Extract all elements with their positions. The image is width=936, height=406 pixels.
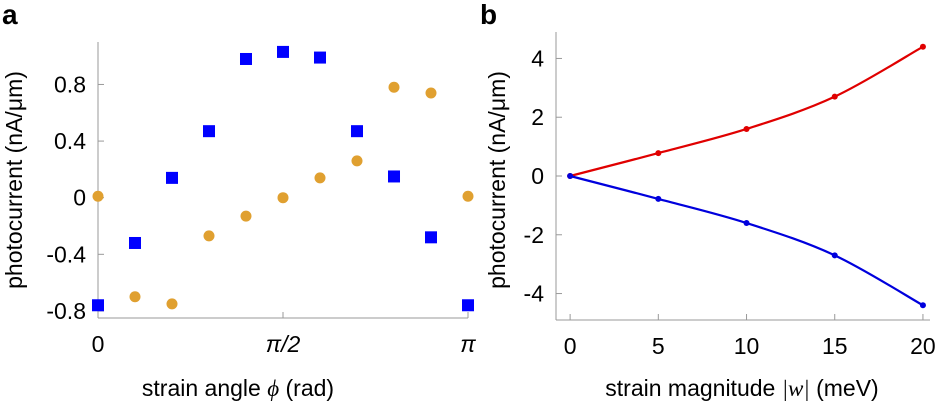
panel-b-series-0-point bbox=[919, 43, 926, 50]
panel-a-xlabel-suffix: (rad) bbox=[279, 375, 334, 401]
panel-a-series-1-point bbox=[129, 291, 141, 303]
panel-b-series-0-line bbox=[569, 45, 924, 178]
panel-b-xlabel-suffix: (meV) bbox=[810, 375, 879, 401]
panel-b-series-1-point bbox=[567, 173, 574, 179]
panel-a-series-0-point bbox=[277, 45, 290, 58]
panel-a-ylabel: photocurrent (nA/μm) bbox=[1, 71, 27, 289]
panel-a-series-0-point bbox=[350, 125, 363, 138]
panel-b-ytick-label: -4 bbox=[524, 281, 545, 307]
panel-b-ytick-label: -2 bbox=[524, 222, 544, 248]
panel-b-series-1-point bbox=[919, 302, 926, 309]
panel-a-xtick-label: 0 bbox=[92, 331, 105, 357]
panel-b-ytick-label: 2 bbox=[531, 104, 544, 130]
panel-a-series-0-point bbox=[203, 125, 216, 138]
panel-a-ytick-label: 0.8 bbox=[54, 71, 86, 97]
panel-b-series-0-point bbox=[743, 125, 750, 132]
panel-b-series-1-point bbox=[831, 252, 838, 259]
panel-a-xlabel: strain angle ϕ (rad) bbox=[142, 375, 334, 401]
panel-a-series-1-point bbox=[166, 298, 178, 310]
panel-a-label: a bbox=[2, 0, 18, 30]
panel-a-xtick-label: π/2 bbox=[266, 331, 301, 357]
panel-a-series-1-point bbox=[425, 87, 437, 99]
panel-a-ytick-label: -0.8 bbox=[46, 298, 86, 324]
panel-a-series-0-point bbox=[92, 299, 104, 312]
panel-b-series-0-point bbox=[655, 150, 662, 157]
panel-a-xlabel-prefix: strain angle bbox=[142, 375, 267, 401]
panel-b-xlabel-prefix: strain magnitude bbox=[605, 375, 781, 401]
panel-b-series-1-point bbox=[655, 195, 662, 202]
panel-a-series-1-point bbox=[92, 190, 104, 202]
panel-a-series-0-point bbox=[239, 52, 252, 65]
panel-b-series-1-point bbox=[743, 220, 750, 227]
panel-b-xlabel-symbol: |w| bbox=[782, 376, 810, 401]
panel-b-xlabel: strain magnitude |w| (meV) bbox=[605, 375, 878, 401]
panel-b-xtick-label: 20 bbox=[910, 333, 936, 359]
panel-a-series-0-point bbox=[388, 170, 401, 183]
panel-a-xlabel-symbol: ϕ bbox=[267, 376, 279, 401]
panel-a-xtick-label: π bbox=[460, 331, 476, 357]
panel-b-label: b bbox=[480, 0, 497, 30]
panel-a-series-1-point bbox=[351, 155, 363, 167]
panel-b-ylabel: photocurrent (nA/μm) bbox=[484, 71, 510, 289]
panel-a-ytick-label: 0.4 bbox=[54, 128, 86, 154]
panel-a-series-0-point bbox=[424, 231, 437, 244]
panel-a-series-1-point bbox=[314, 172, 326, 184]
panel-a-series-0-point bbox=[165, 171, 178, 184]
panel-a-series-1-point bbox=[462, 190, 474, 202]
panel-b-xtick-label: 0 bbox=[564, 333, 577, 359]
panel-a-ytick-label: 0 bbox=[73, 185, 86, 211]
panel-a-series-0-point bbox=[314, 51, 327, 64]
panel-b-series-1-line bbox=[569, 174, 924, 307]
panel-a-series-1-point bbox=[203, 230, 215, 242]
panel-b-xtick-label: 10 bbox=[734, 333, 760, 359]
panel-a-series-1-point bbox=[240, 210, 252, 222]
panel-b-series-0-point bbox=[831, 93, 838, 100]
panel-b-xtick-label: 5 bbox=[652, 333, 665, 359]
panel-a-ytick-label: -0.4 bbox=[46, 241, 86, 267]
panel-a-series-0-point bbox=[129, 236, 142, 249]
panel-a-series-1-point bbox=[277, 192, 289, 204]
panel-a-series-1-point bbox=[388, 81, 400, 93]
panel-a-series-0-point bbox=[462, 299, 475, 312]
panel-b-xtick-label: 15 bbox=[822, 333, 848, 359]
panel-b-ytick-label: 4 bbox=[531, 45, 544, 71]
panel-b-ytick-label: 0 bbox=[531, 163, 544, 189]
